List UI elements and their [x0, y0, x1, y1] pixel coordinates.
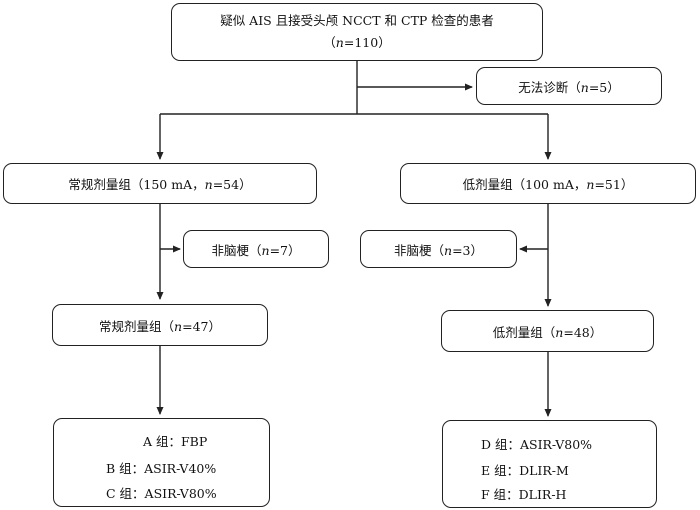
non-infarction-right-label: 非脑梗（n=3） — [393, 242, 483, 258]
low-dose-label: 低剂量组（100 mA，n=51） — [462, 177, 634, 192]
low-dose-final-label: 低剂量组（n=48） — [492, 324, 603, 340]
box-standard-dose-reconstruction-groups: A 组：FBP B 组：ASIR-V40% C 组：ASIR-V80% — [53, 418, 270, 507]
standard-dose-label: 常规剂量组（150 mA，n=54） — [68, 177, 252, 192]
top-box-line2: （n=110） — [323, 35, 391, 50]
non-infarction-left-label: 非脑梗（n=7） — [211, 242, 301, 258]
box-standard-dose-final: 常规剂量组（n=47） — [52, 304, 268, 346]
group-e: E 组：DLIR-M — [481, 463, 569, 478]
standard-dose-final-label: 常规剂量组（n=47） — [99, 318, 221, 334]
box-low-dose-reconstruction-groups: D 组：ASIR-V80% E 组：DLIR-M F 组：DLIR-H — [442, 420, 657, 508]
group-c: C 组：ASIR-V80% — [106, 486, 217, 501]
group-f: F 组：DLIR-H — [481, 487, 567, 502]
top-box-line1: 疑似 AIS 且接受头颅 NCCT 和 CTP 检查的患者 — [220, 13, 494, 28]
undiagnosable-label: 无法诊断（n=5） — [518, 79, 620, 95]
box-non-infarction-right: 非脑梗（n=3） — [360, 230, 517, 268]
group-b: B 组：ASIR-V40% — [106, 461, 217, 476]
box-suspected-ais-patients: 疑似 AIS 且接受头颅 NCCT 和 CTP 检查的患者 （n=110） — [171, 3, 543, 61]
box-low-dose-group: 低剂量组（100 mA，n=51） — [400, 163, 696, 204]
group-a: A 组：FBP — [143, 434, 208, 449]
box-standard-dose-group: 常规剂量组（150 mA，n=54） — [3, 163, 317, 204]
box-non-infarction-left: 非脑梗（n=7） — [183, 230, 329, 268]
box-low-dose-final: 低剂量组（n=48） — [441, 310, 654, 352]
group-d: D 组：ASIR-V80% — [481, 437, 593, 452]
box-undiagnosable: 无法诊断（n=5） — [476, 67, 662, 105]
